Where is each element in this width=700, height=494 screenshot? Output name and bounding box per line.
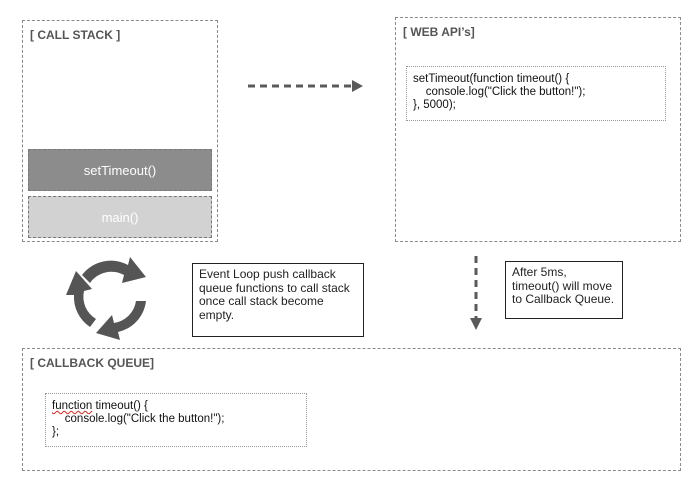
callback-queue-code-line-1-rest: timeout() { <box>92 400 148 412</box>
stack-frame-settimeout-label: setTimeout() <box>83 163 157 178</box>
stack-frame-main: main() <box>28 196 212 238</box>
web-apis-panel: [ WEB API’s] setTimeout(function timeout… <box>395 17 681 242</box>
stack-frame-main-label: main() <box>101 210 139 225</box>
web-apis-title: [ WEB API’s] <box>403 25 475 39</box>
call-stack-title: [ CALL STACK ] <box>30 28 121 42</box>
circular-arrows-icon <box>66 257 146 340</box>
timeout-note-text: After 5ms, timeout() will move to Callba… <box>512 265 615 306</box>
event-loop-note-text: Event Loop push callback queue functions… <box>199 267 350 322</box>
callback-queue-title: [ CALLBACK QUEUE] <box>30 356 154 370</box>
stack-frame-settimeout: setTimeout() <box>28 149 212 191</box>
web-apis-code-line-1: setTimeout(function timeout() { <box>413 73 570 85</box>
event-loop-note: Event Loop push callback queue functions… <box>192 263 364 337</box>
callback-queue-code-line-2: console.log("Click the button!"); <box>52 413 225 425</box>
callback-queue-code-line-3: }; <box>52 426 60 438</box>
callback-queue-code-line-1: function timeout() { <box>52 400 300 413</box>
callback-queue-code-keyword: function <box>52 400 93 412</box>
timeout-note: After 5ms, timeout() will move to Callba… <box>505 261 623 319</box>
callback-queue-code-box: function timeout() { console.log("Click … <box>45 393 307 447</box>
web-apis-code-box: setTimeout(function timeout() { console.… <box>406 66 666 121</box>
callback-queue-panel: [ CALLBACK QUEUE] function timeout() { c… <box>22 348 681 471</box>
web-apis-code-line-3: }, 5000); <box>413 99 456 111</box>
call-stack-panel: [ CALL STACK ] setTimeout() main() <box>22 20 218 242</box>
web-apis-code-line-2: console.log("Click the button!"); <box>413 86 586 98</box>
